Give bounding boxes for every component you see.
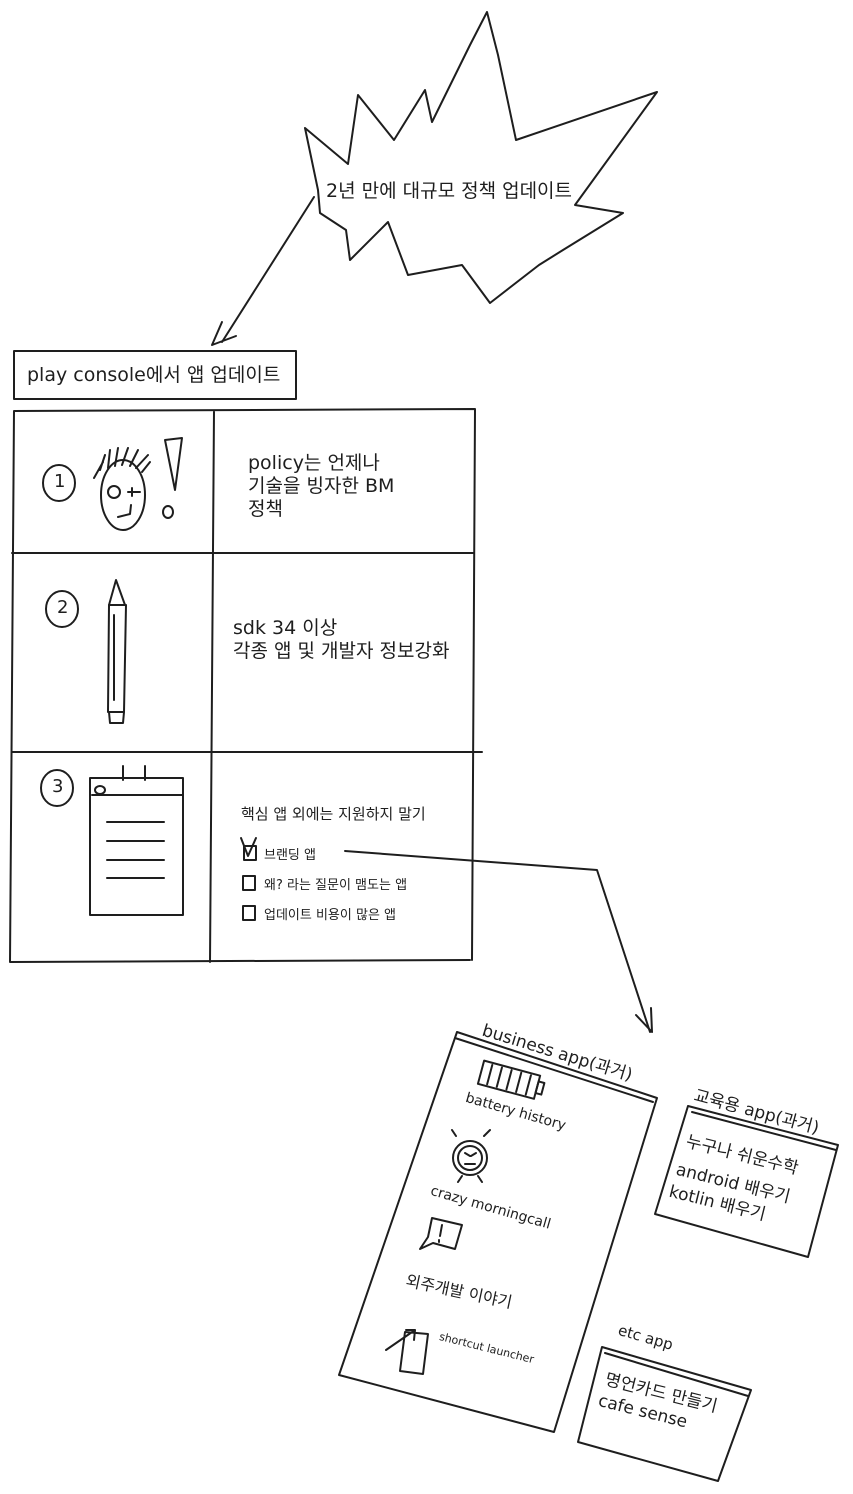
table-grid <box>9 408 483 963</box>
row-1-line-2: 기술을 빙자한 BM <box>248 475 395 497</box>
arrow-head-2 <box>635 1007 653 1033</box>
notepad-icon <box>89 765 184 916</box>
checkbox-1 <box>243 845 257 861</box>
row-1-line-3: 정책 <box>248 498 283 520</box>
etc-card-frame <box>577 1346 752 1482</box>
arrow-branding-to-business <box>344 850 651 1033</box>
row-number-1: 1 <box>54 471 66 492</box>
battery-icon <box>476 1059 546 1100</box>
option-branding-app[interactable]: 브랜딩 앱 <box>264 848 316 863</box>
business-card-frame <box>338 1031 658 1433</box>
angry-face-icon <box>93 437 183 531</box>
play-console-box <box>13 350 297 400</box>
row-1-description: policy는 언제나 기술을 빙자한 BM 정책 <box>248 452 394 521</box>
row-2-line-2: 각종 앱 및 개발자 정보강화 <box>233 640 450 662</box>
play-console-title: play console에서 앱 업데이트 <box>27 364 281 386</box>
checkbox-3 <box>242 905 256 921</box>
row-3-heading: 핵심 앱 외에는 지원하지 말기 <box>241 805 426 823</box>
burst-shape <box>304 11 658 304</box>
number-circle-1 <box>42 464 76 502</box>
burst-label: 2년 만에 대규모 정책 업데이트 <box>326 180 573 202</box>
number-circle-3 <box>40 769 74 807</box>
row-2-line-1: sdk 34 이상 <box>233 617 338 639</box>
pencil-icon <box>107 579 127 724</box>
row-2-description: sdk 34 이상 각종 앱 및 개발자 정보강화 <box>233 617 449 663</box>
education-card-frame <box>654 1105 839 1258</box>
arrow-head-1 <box>211 321 237 346</box>
option-costly-app[interactable]: 업데이트 비용이 많은 앱 <box>264 908 396 923</box>
checkbox-2 <box>242 875 256 891</box>
alarm-clock-icon <box>451 1129 491 1183</box>
shortcut-icon <box>385 1329 429 1375</box>
option-why-app[interactable]: 왜? 라는 질문이 맴도는 앱 <box>264 878 408 893</box>
number-circle-2 <box>45 590 79 628</box>
row-number-2: 2 <box>57 597 69 618</box>
checkmark <box>240 837 257 857</box>
row-number-3: 3 <box>52 776 64 797</box>
row-1-line-1: policy는 언제나 <box>248 452 380 474</box>
arrow-burst-to-console <box>221 196 315 343</box>
alert-bubble-icon <box>419 1217 463 1250</box>
